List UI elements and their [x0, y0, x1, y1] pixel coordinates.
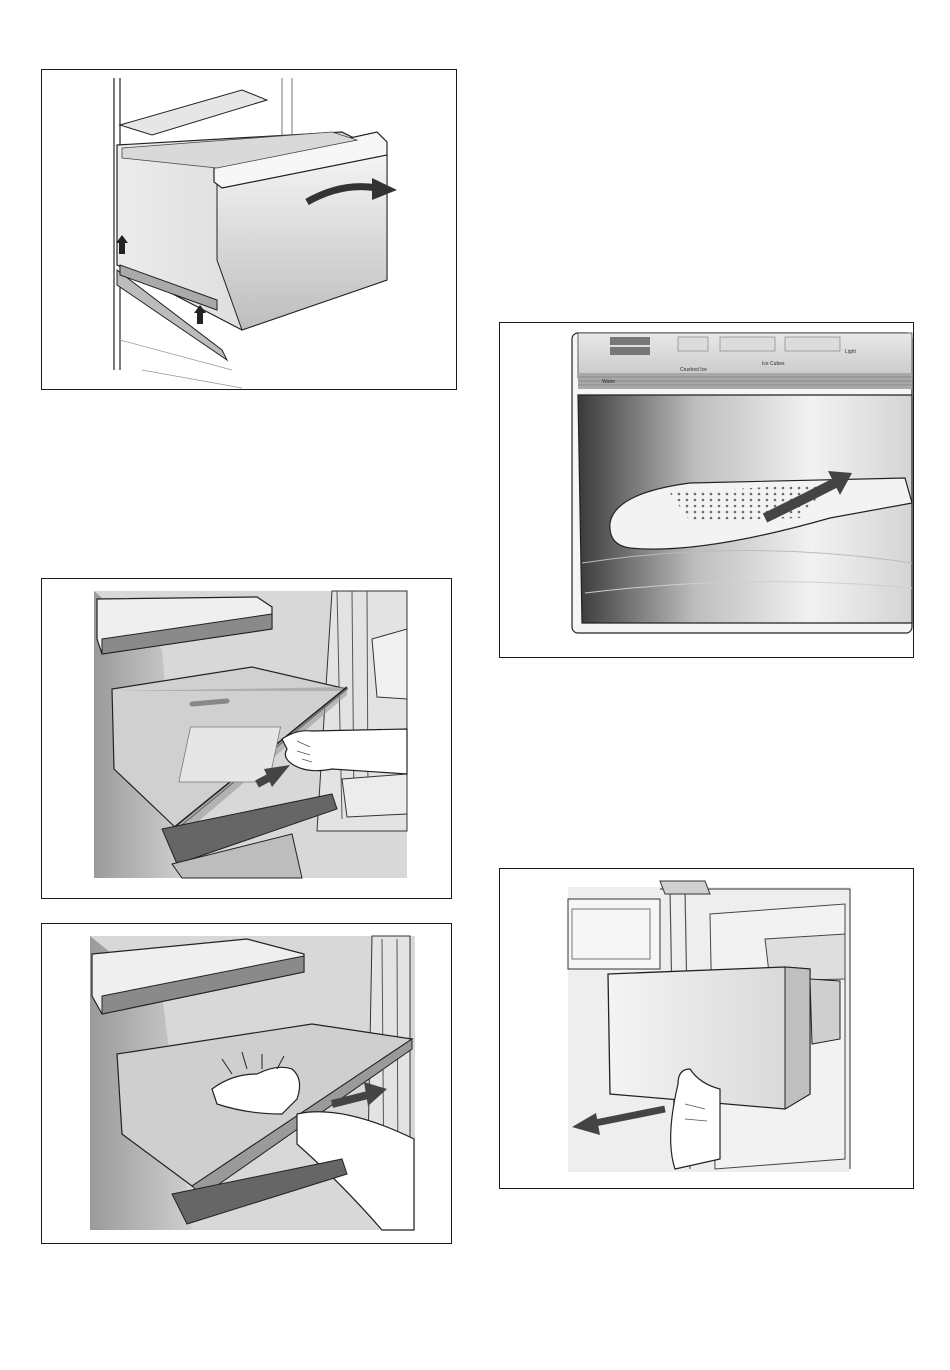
dispenser-label-crushed-ice: Crushed Ice: [680, 367, 707, 373]
figure-crisper-cover-removal: [41, 923, 452, 1244]
ice-bin-illustration: [500, 869, 913, 1188]
dispenser-label-water: Water: [602, 379, 615, 385]
dispenser-label-light: Light: [845, 349, 856, 355]
drawer-removal-illustration: [42, 70, 456, 389]
figure-shelf-removal: [41, 578, 452, 899]
figure-drawer-removal: [41, 69, 457, 390]
crisper-cover-illustration: [42, 924, 451, 1243]
figure-dispenser-drip-tray: Water Crushed Ice Ice Cubes Light: [499, 322, 914, 658]
dispenser-illustration: Water Crushed Ice Ice Cubes Light: [500, 323, 913, 657]
shelf-removal-illustration: [42, 579, 451, 898]
dispenser-label-ice-cubes: Ice Cubes: [762, 361, 785, 367]
figure-ice-bin-removal: [499, 868, 914, 1189]
